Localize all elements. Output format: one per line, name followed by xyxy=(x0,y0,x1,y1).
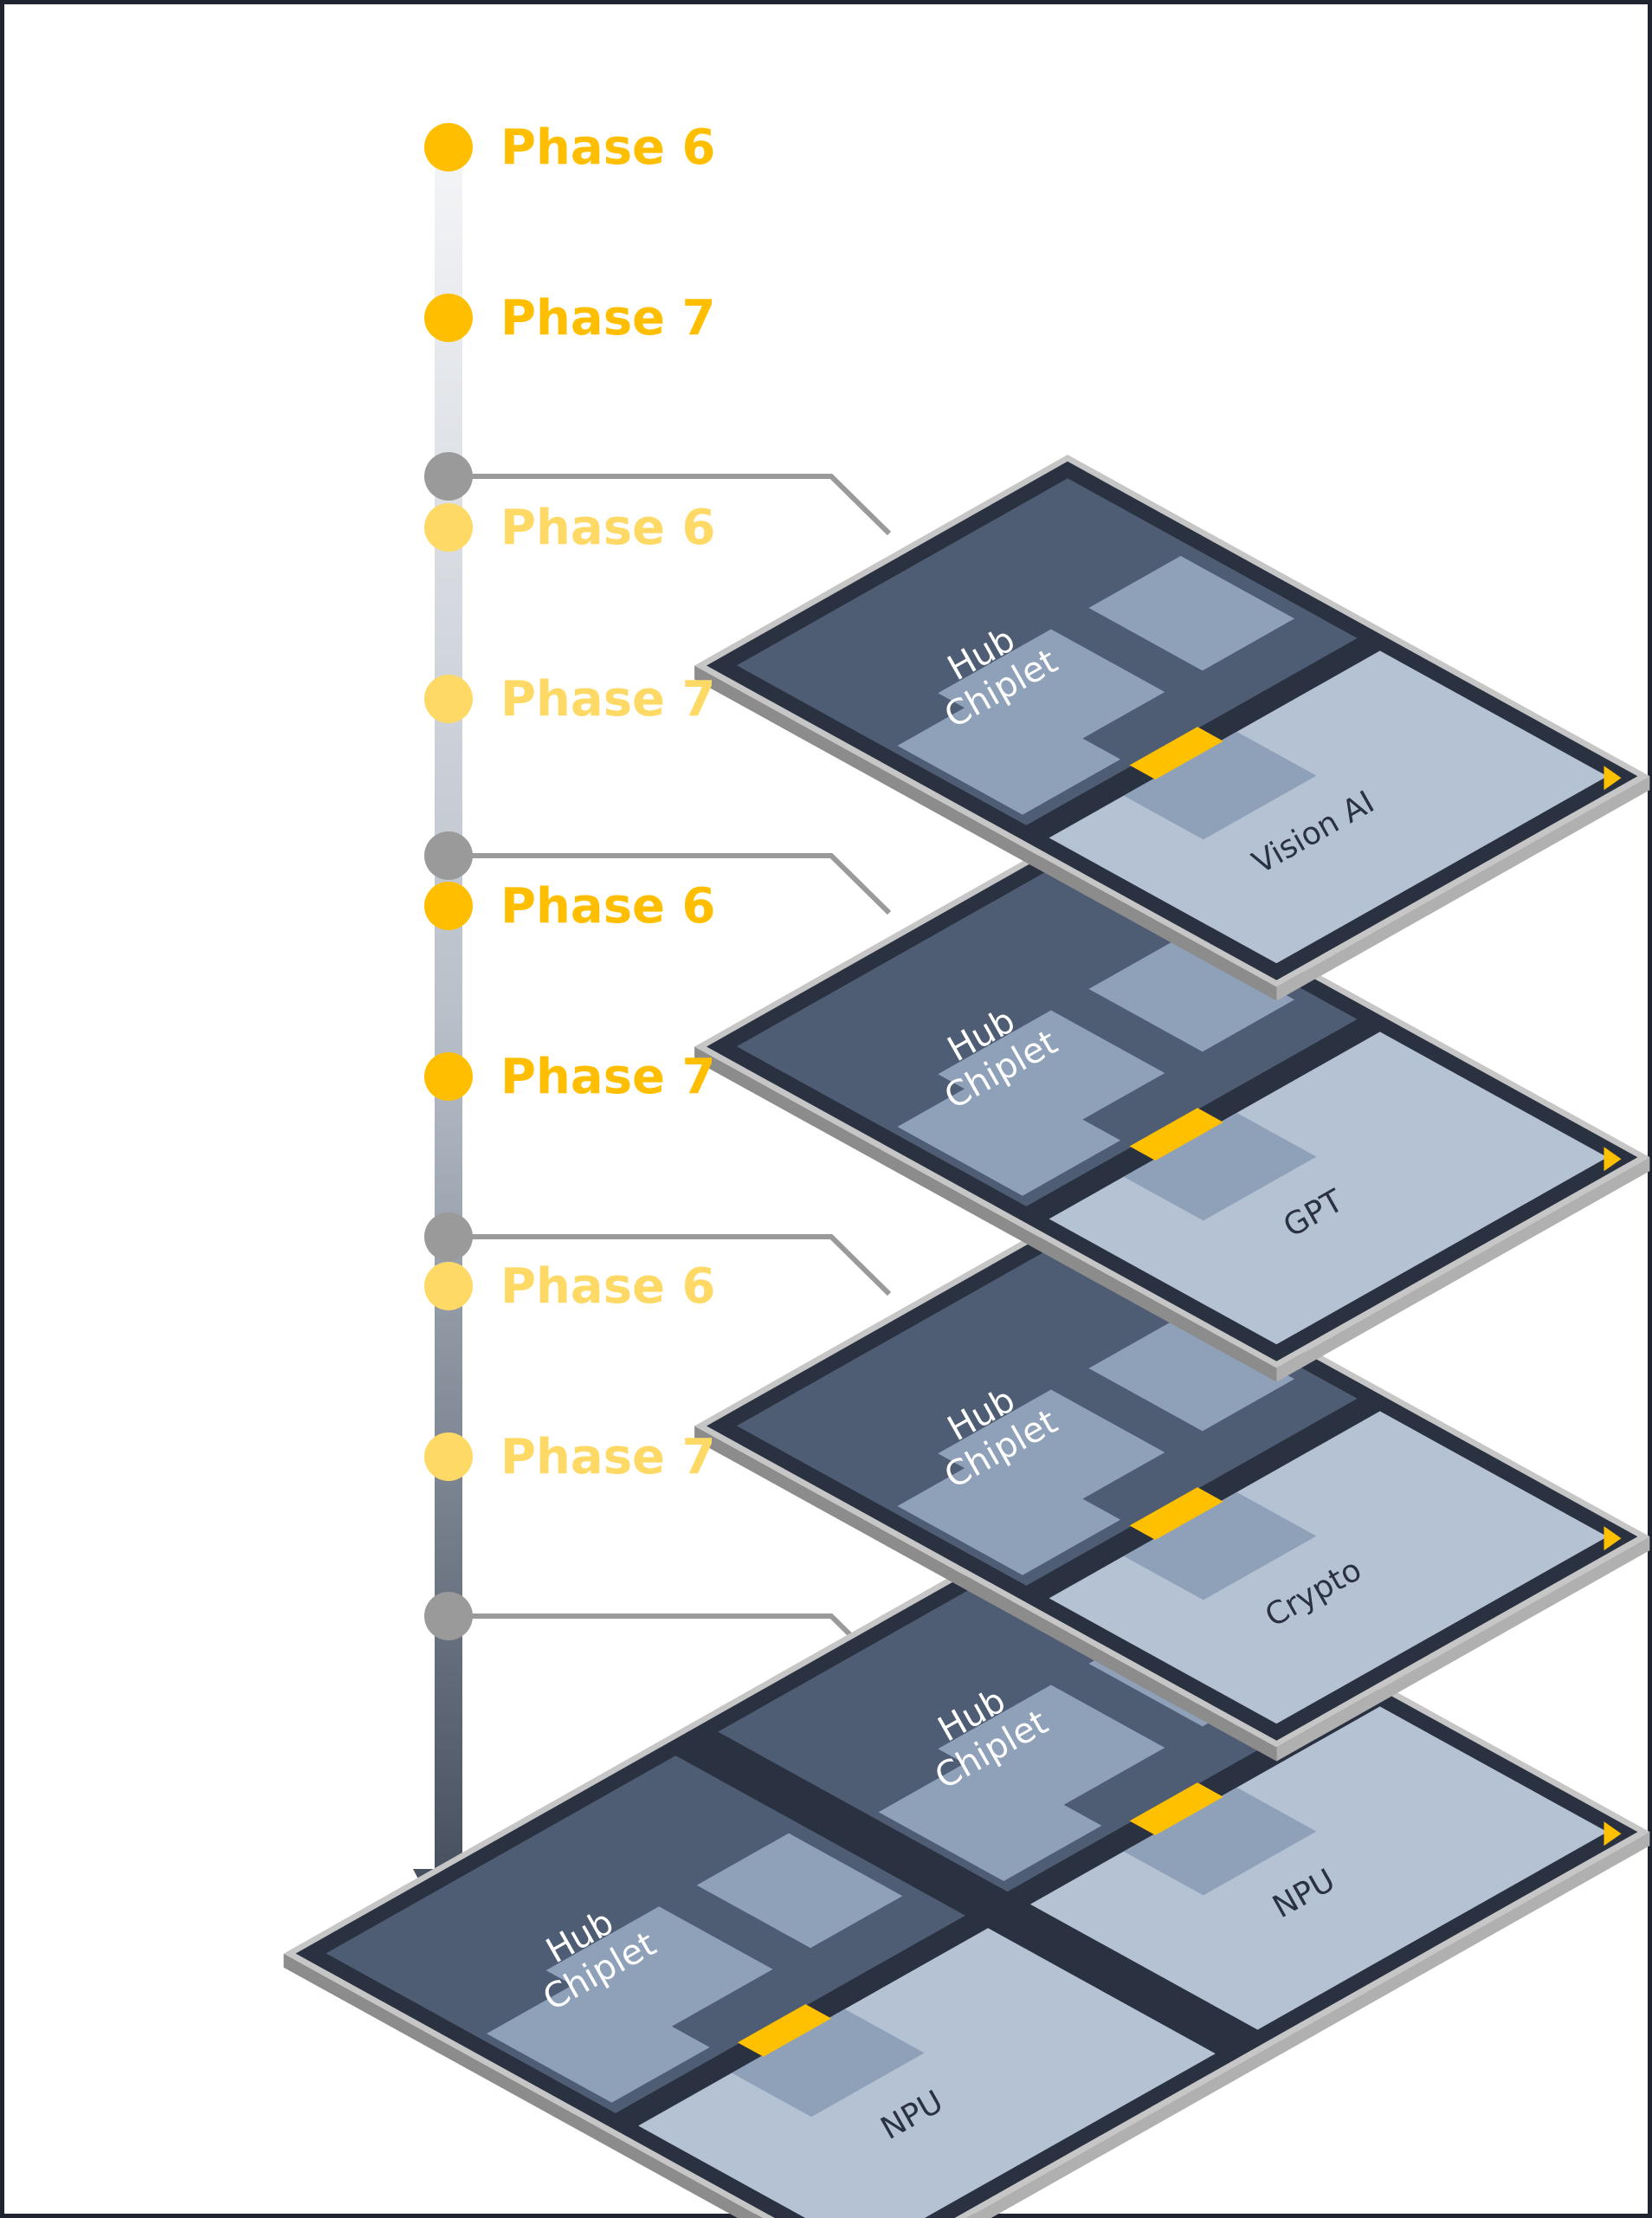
compute-block xyxy=(1123,1112,1317,1221)
connector-line xyxy=(448,1234,892,1297)
phase-marker-dot xyxy=(424,123,473,171)
chip-stack: HubChipletNPUHubChipletNPUHubChipletCryp… xyxy=(283,455,1650,2218)
phase-label: Phase 7 xyxy=(500,290,715,346)
board-side-left xyxy=(694,665,1277,1001)
compute-chiplet xyxy=(1049,650,1608,964)
compute-chiplet xyxy=(1029,1706,1608,2030)
orientation-mark xyxy=(1604,1526,1622,1551)
compute-chiplet xyxy=(1049,1031,1608,1345)
compute-chiplet xyxy=(1049,1411,1608,1724)
hub-block xyxy=(897,1071,1121,1196)
connector-node xyxy=(424,1592,473,1640)
die-link xyxy=(1129,1487,1223,1540)
hub-block xyxy=(878,1756,1102,1881)
timeline-markers: Phase 6 Phase 7 Phase 6 Phase 7 Phase 6 Phase… xyxy=(424,120,715,1640)
compute-block xyxy=(1123,1787,1317,1896)
board-side-right xyxy=(1276,1536,1650,1762)
hub-block xyxy=(897,1451,1121,1575)
hub-block xyxy=(1088,555,1294,671)
phase-marker-dot xyxy=(424,675,473,723)
phase-label: Phase 7 xyxy=(500,671,715,727)
die-link xyxy=(1129,1782,1223,1835)
board-side-left xyxy=(283,1953,763,2218)
hub-block xyxy=(897,690,1121,815)
phase-marker-dot xyxy=(424,294,473,342)
compute-chiplet xyxy=(638,1928,1216,2218)
phase-marker-dot xyxy=(424,1432,473,1481)
phase-label: Phase 7 xyxy=(500,1049,715,1105)
die-link xyxy=(1129,727,1223,779)
compute-block xyxy=(1123,731,1317,840)
phase-label: Phase 6 xyxy=(500,120,715,176)
hub-block xyxy=(1088,1316,1294,1432)
connector-node xyxy=(424,1212,473,1261)
orientation-mark xyxy=(1604,1147,1622,1172)
board-side-left xyxy=(694,1426,1277,1762)
timeline-arrow xyxy=(413,147,484,1937)
connector-node xyxy=(424,831,473,880)
compute-block xyxy=(1123,1491,1317,1600)
phase-label: Phase 6 xyxy=(500,1258,715,1315)
hub-block xyxy=(696,1833,903,1949)
hub-block xyxy=(1088,936,1294,1052)
phase-label: Phase 6 xyxy=(500,878,715,934)
connector-line xyxy=(448,474,892,536)
phase-marker-dot xyxy=(424,882,473,930)
board-side-right xyxy=(1276,1157,1650,1382)
connector-line xyxy=(448,853,892,915)
phase-marker-dot xyxy=(424,503,473,552)
phase-marker-dot xyxy=(424,1262,473,1310)
die-link xyxy=(737,2004,832,2057)
phase-marker-dot xyxy=(424,1052,473,1101)
phase-label: Phase 6 xyxy=(500,500,715,556)
board-side-left xyxy=(694,1046,1277,1382)
connector-node xyxy=(424,452,473,501)
compute-block xyxy=(732,2008,925,2118)
board-side-right xyxy=(1276,776,1650,1001)
die-link xyxy=(1129,1108,1223,1161)
hub-block xyxy=(487,1978,710,2103)
phase-label: Phase 7 xyxy=(500,1429,715,1485)
orientation-mark xyxy=(1604,766,1622,791)
orientation-mark xyxy=(1604,1821,1622,1846)
